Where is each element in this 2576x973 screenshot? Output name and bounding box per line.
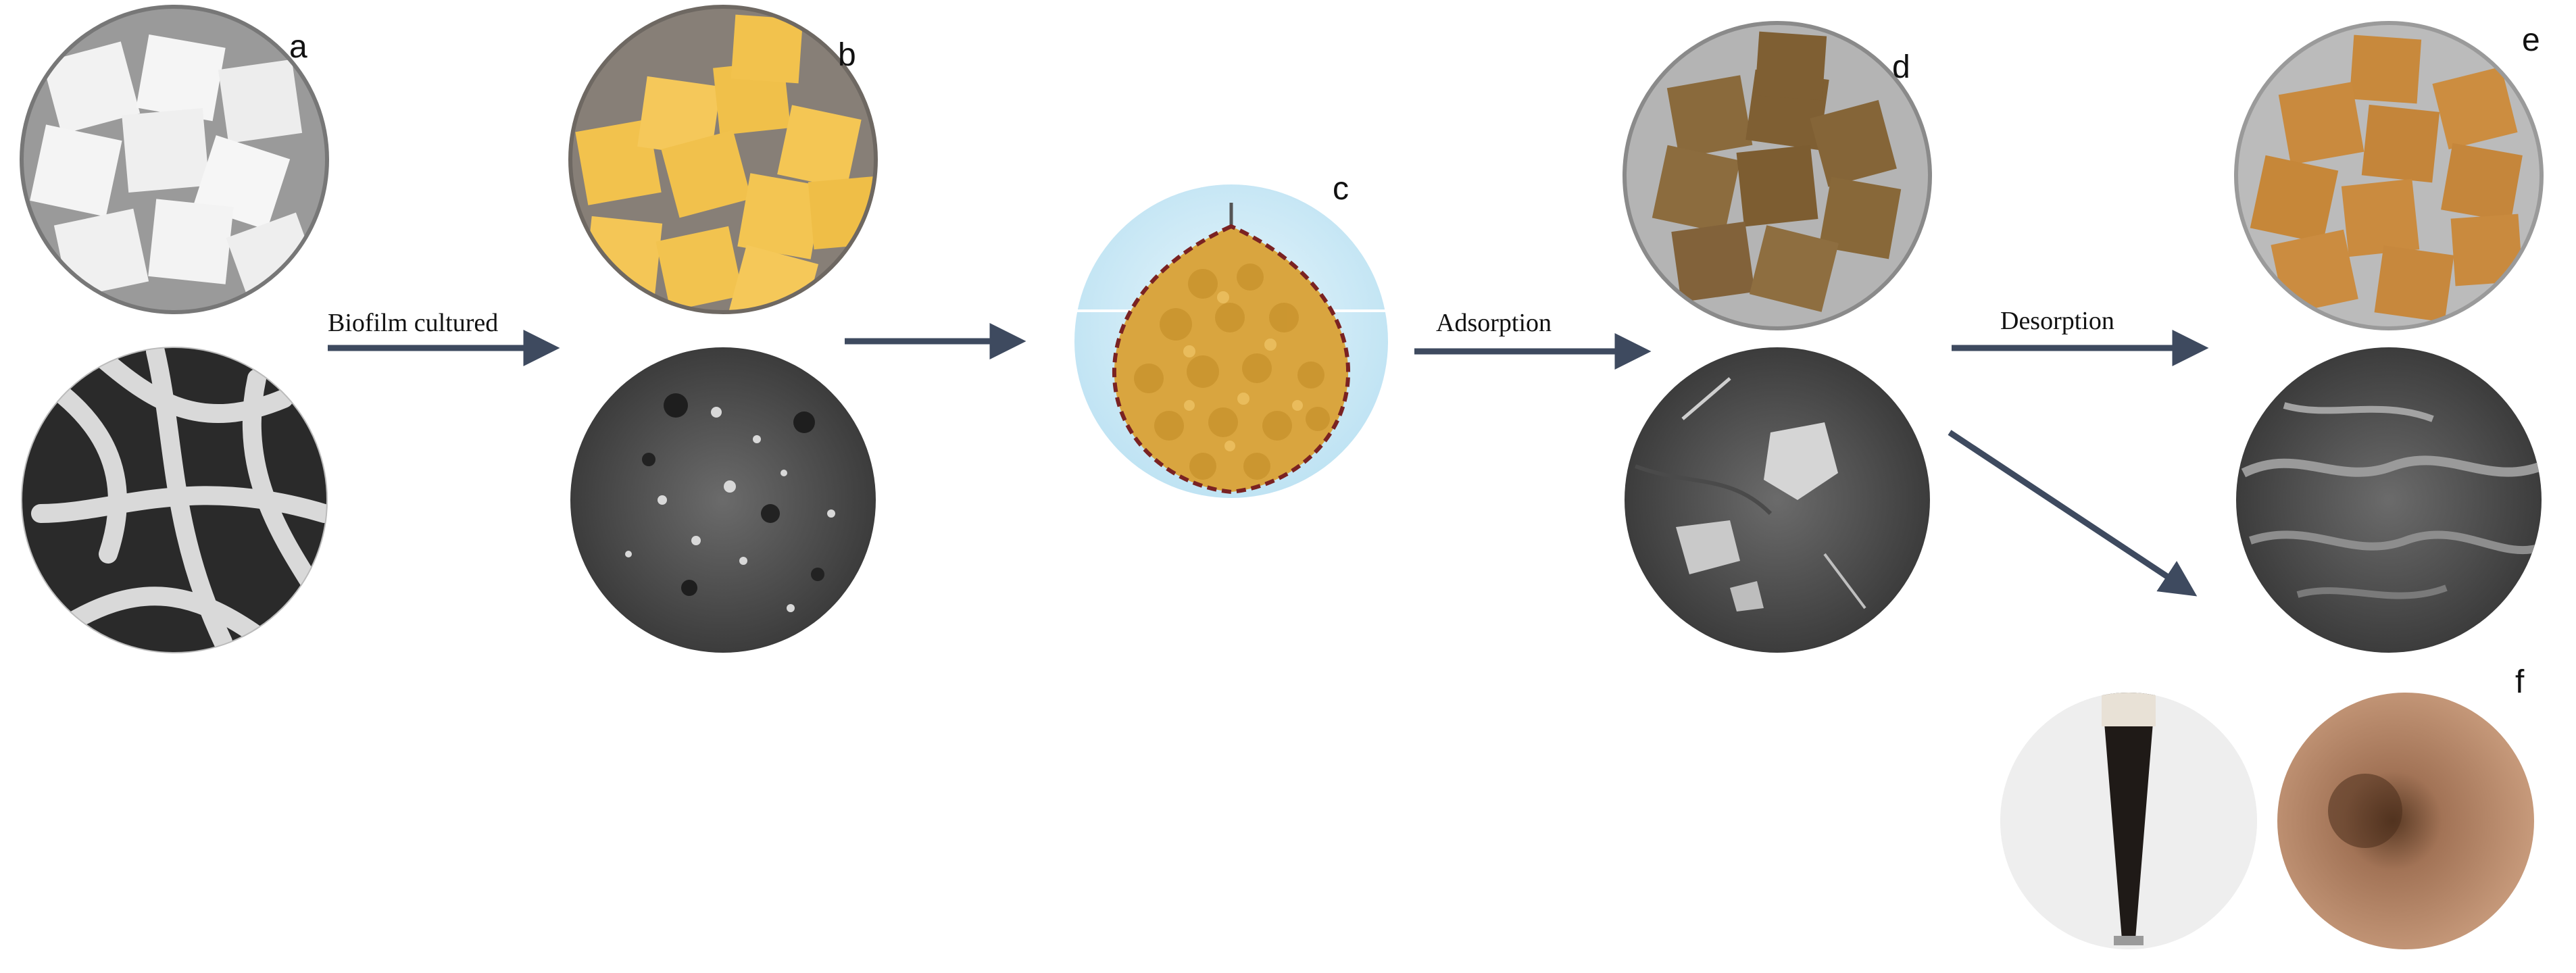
arrow-d-to-f: [1948, 430, 2198, 597]
panel-label-b: b: [838, 37, 856, 73]
arrow-label-biofilm: Biofilm cultured: [328, 309, 498, 337]
panel-label-d: d: [1892, 49, 1910, 85]
panel-c-carrier-bag: [1074, 184, 1388, 498]
panel-label-c: c: [1333, 171, 1349, 207]
panel-label-f: f: [2515, 664, 2525, 700]
panel-a-sponge-photo: [20, 5, 329, 314]
panel-e-sem-image: [2236, 347, 2542, 653]
panel-b-sem-image: [570, 347, 876, 653]
arrow-label-desorption: Desorption: [2000, 307, 2114, 335]
panel-d-sem-image: [1625, 347, 1930, 653]
panel-f-cone-solution-photo: [2000, 693, 2257, 949]
panel-e-desorbed-sponge-photo: [2234, 21, 2544, 330]
panel-b-biofilm-sponge-photo: [568, 5, 878, 314]
panel-d-adsorbed-sponge-photo: [1623, 21, 1932, 330]
panel-f-plate-photo: [2277, 693, 2534, 949]
panel-label-e: e: [2522, 22, 2540, 58]
panel-a-sem-image: [21, 347, 328, 653]
panel-label-a: a: [289, 29, 307, 65]
arrow-label-adsorption: Adsorption: [1436, 309, 1552, 337]
